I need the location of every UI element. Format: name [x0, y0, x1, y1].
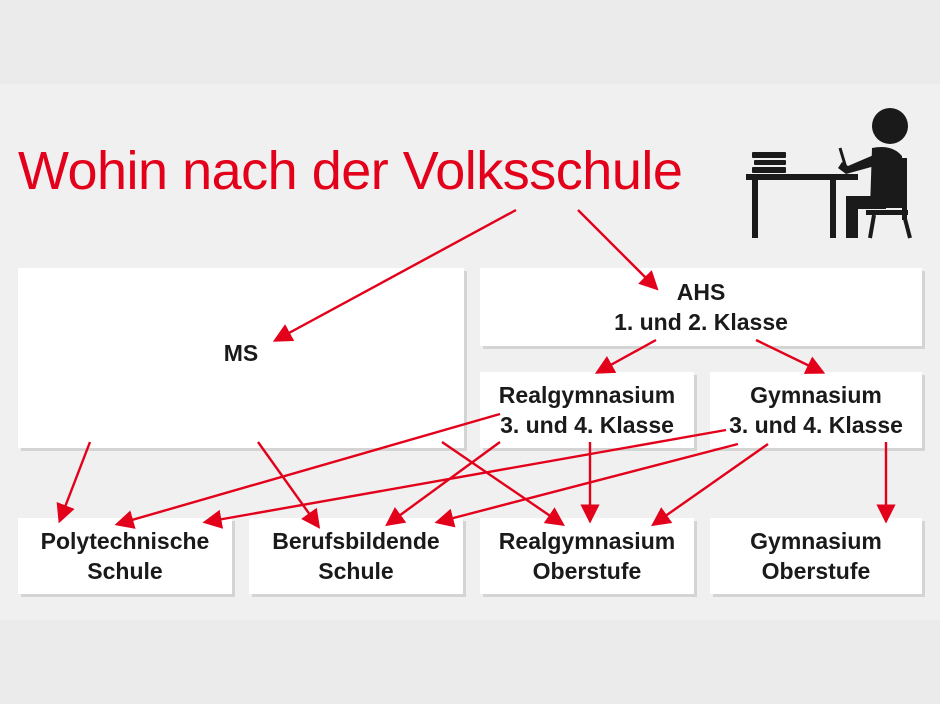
box-realgymnasium-unterstufe-label: Realgymnasium	[498, 382, 676, 408]
box-gymnasium-unterstufe-label: Gymnasium	[750, 382, 882, 408]
box-gymnasium-unterstufe-sublabel: 3. und 4. Klasse	[729, 412, 903, 438]
arrow-title-to-ms	[272, 208, 517, 342]
box-ms-label: MS	[223, 340, 259, 366]
arrow-realgym-to-polytechnische	[114, 412, 501, 529]
arrow-ahs-to-gymnasium	[755, 338, 826, 374]
box-gymnasium-oberstufe: Gymnasium Oberstufe	[710, 518, 922, 594]
box-ahs-label: AHS	[676, 279, 726, 305]
box-berufsbildende-schule-sublabel: Schule	[318, 558, 394, 584]
arrow-realgym-to-berufsbildende	[385, 441, 501, 527]
box-polytechnische-schule: Polytechnische Schule	[18, 518, 232, 594]
arrow-gym-to-polytechnische	[202, 428, 727, 529]
arrow-ms-to-polytechnische	[56, 441, 92, 524]
arrow-gym-to-realgymnasium-oberstufe	[651, 443, 769, 527]
box-realgymnasium-oberstufe-label: Realgymnasium	[498, 528, 676, 554]
diagram-title: Wohin nach der Volksschule	[18, 141, 683, 201]
arrow-gym-to-berufsbildende	[434, 442, 739, 528]
arrow-ms-to-berufsbildende	[257, 441, 321, 529]
arrow-ahs-to-realgymnasium	[594, 338, 657, 374]
student-at-desk-icon	[746, 108, 912, 239]
box-berufsbildende-schule: Berufsbildende Schule	[249, 518, 463, 594]
box-gymnasium-oberstufe-label: Gymnasium	[750, 528, 882, 554]
box-ms: MS	[18, 268, 464, 448]
box-realgymnasium-unterstufe-sublabel: 3. und 4. Klasse	[500, 412, 674, 438]
box-polytechnische-schule-sublabel: Schule	[87, 558, 163, 584]
box-ahs-sublabel: 1. und 2. Klasse	[614, 309, 788, 335]
box-realgymnasium-oberstufe: Realgymnasium Oberstufe	[480, 518, 694, 594]
box-polytechnische-schule-label: Polytechnische	[40, 528, 210, 554]
arrow-ms-to-realgymnasium-oberstufe	[441, 441, 565, 527]
box-gymnasium-oberstufe-sublabel: Oberstufe	[761, 558, 871, 584]
box-berufsbildende-schule-label: Berufsbildende	[272, 528, 440, 554]
box-ahs: AHS 1. und 2. Klasse	[480, 268, 922, 346]
arrow-title-to-ahs	[577, 209, 659, 291]
box-gymnasium-unterstufe: Gymnasium 3. und 4. Klasse	[710, 372, 922, 448]
box-realgymnasium-oberstufe-sublabel: Oberstufe	[532, 558, 642, 584]
box-realgymnasium-unterstufe: Realgymnasium 3. und 4. Klasse	[480, 372, 694, 448]
